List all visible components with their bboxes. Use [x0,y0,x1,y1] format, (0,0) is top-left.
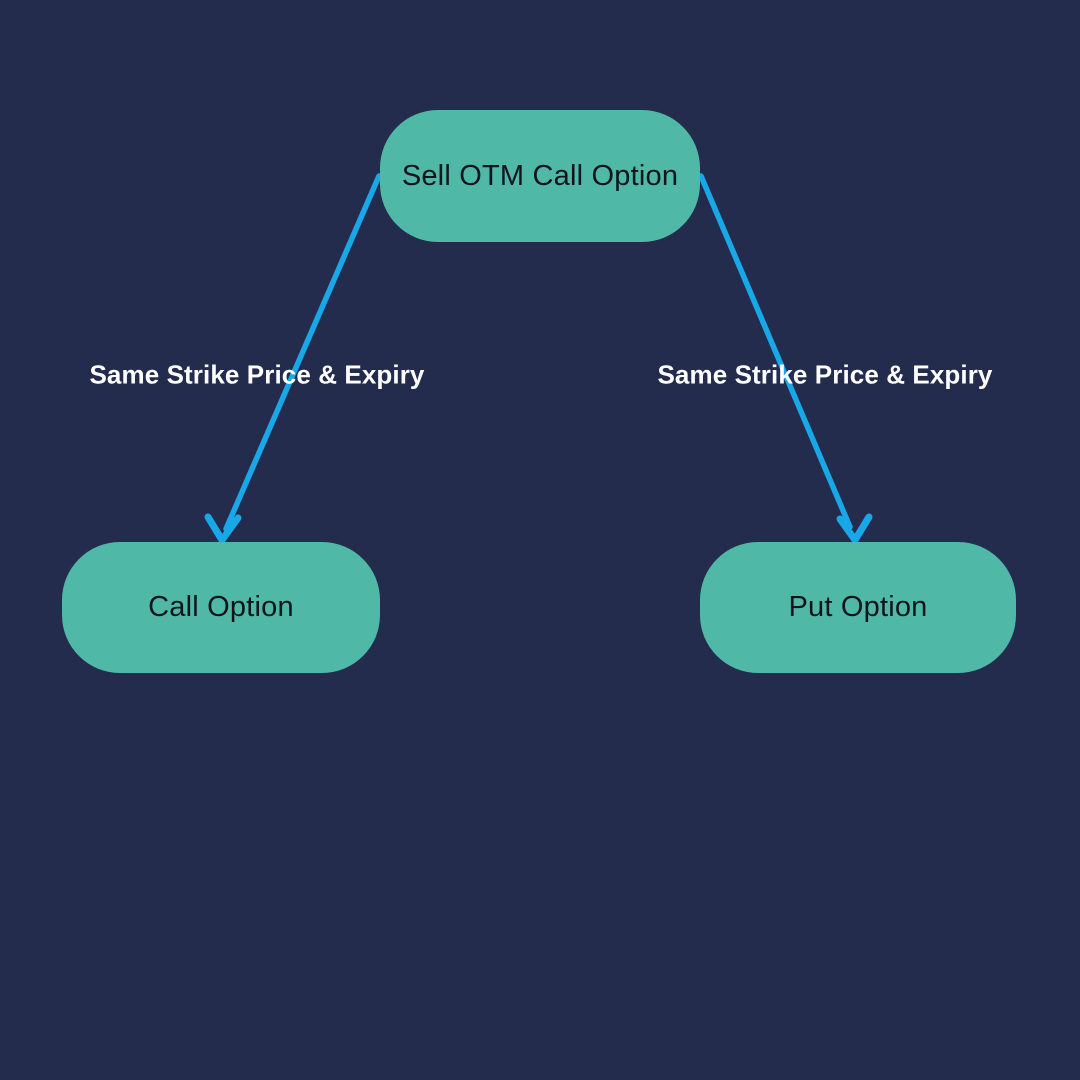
node-call-option-label: Call Option [148,591,294,623]
node-put-option: Put Option [700,542,1016,673]
node-sell-otm-call-option-label: Sell OTM Call Option [401,159,679,192]
left-arrow-line [223,173,382,532]
right-edge-label: Same Strike Price & Expiry [657,359,993,390]
right-arrowhead-icon [836,513,873,544]
left-edge-label: Same Strike Price & Expiry [89,359,425,390]
right-arrow [698,173,873,544]
node-call-option: Call Option [62,542,380,673]
left-arrowhead-icon [204,513,242,544]
right-arrow-line [698,173,853,530]
node-sell-otm-call-option: Sell OTM Call Option [380,110,700,242]
left-arrow [204,173,382,544]
node-put-option-label: Put Option [788,591,928,623]
